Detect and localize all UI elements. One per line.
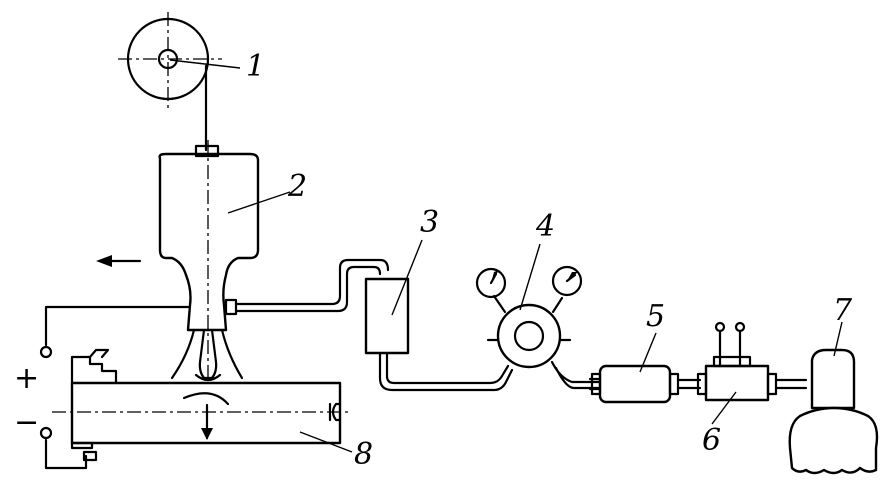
label-6: 6 [702, 423, 721, 458]
label-7: 7 [833, 293, 853, 328]
label-4: 4 [535, 209, 555, 244]
pressure-regulator [475, 243, 583, 369]
label-8: 8 [354, 437, 373, 472]
gas-dryer [588, 332, 702, 404]
gas-valve [696, 321, 808, 425]
gas-hose-regulator-to-dryer [550, 360, 602, 390]
label-3: 3 [420, 205, 439, 240]
travel-direction-arrow [96, 255, 142, 267]
wire-spool [118, 12, 241, 110]
flowmeter [364, 239, 514, 392]
label-5: 5 [646, 299, 665, 334]
label-1: 1 [246, 49, 265, 84]
plus-terminal: + [14, 361, 39, 396]
welding-torch [158, 140, 291, 395]
power-wiring [39, 305, 190, 470]
label-2: 2 [287, 169, 307, 204]
workpiece [52, 348, 353, 453]
gas-hose-torch-to-flowmeter [224, 258, 390, 316]
gas-cylinder [788, 321, 879, 475]
minus-terminal: − [14, 405, 39, 440]
